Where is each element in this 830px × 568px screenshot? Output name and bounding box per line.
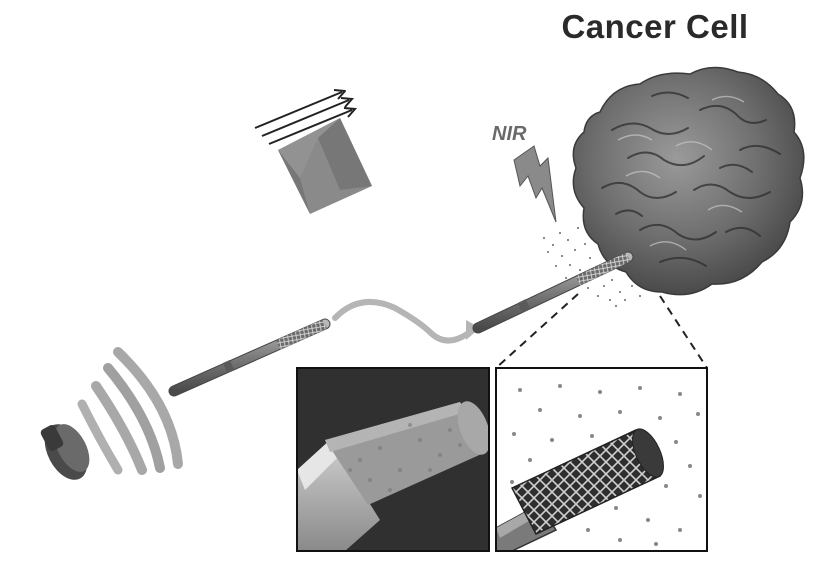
sem-inset-frame bbox=[296, 367, 490, 552]
lightning-bolt-icon bbox=[513, 145, 557, 223]
sem-micrograph-inset-icon bbox=[297, 368, 489, 551]
ultrasound-waves-icon bbox=[77, 347, 183, 475]
cancer-cell-icon bbox=[572, 66, 805, 296]
magnetic-field-arrows-icon bbox=[254, 89, 358, 145]
motion-path-arrow-icon bbox=[332, 299, 480, 344]
magnet-cube-icon bbox=[278, 118, 372, 214]
figure-title: Cancer Cell bbox=[561, 8, 749, 45]
drug-particles-icon bbox=[510, 384, 702, 546]
zoomed-nanomotor-inset-icon bbox=[496, 368, 707, 551]
nanomotor-icon bbox=[168, 318, 331, 397]
nir-label: NIR bbox=[492, 123, 527, 145]
ultrasound-transducer-icon bbox=[40, 424, 90, 480]
nanomotor-icon bbox=[472, 251, 634, 334]
zoom-guide-lines bbox=[495, 293, 708, 369]
zoom-inset-frame bbox=[495, 367, 708, 552]
